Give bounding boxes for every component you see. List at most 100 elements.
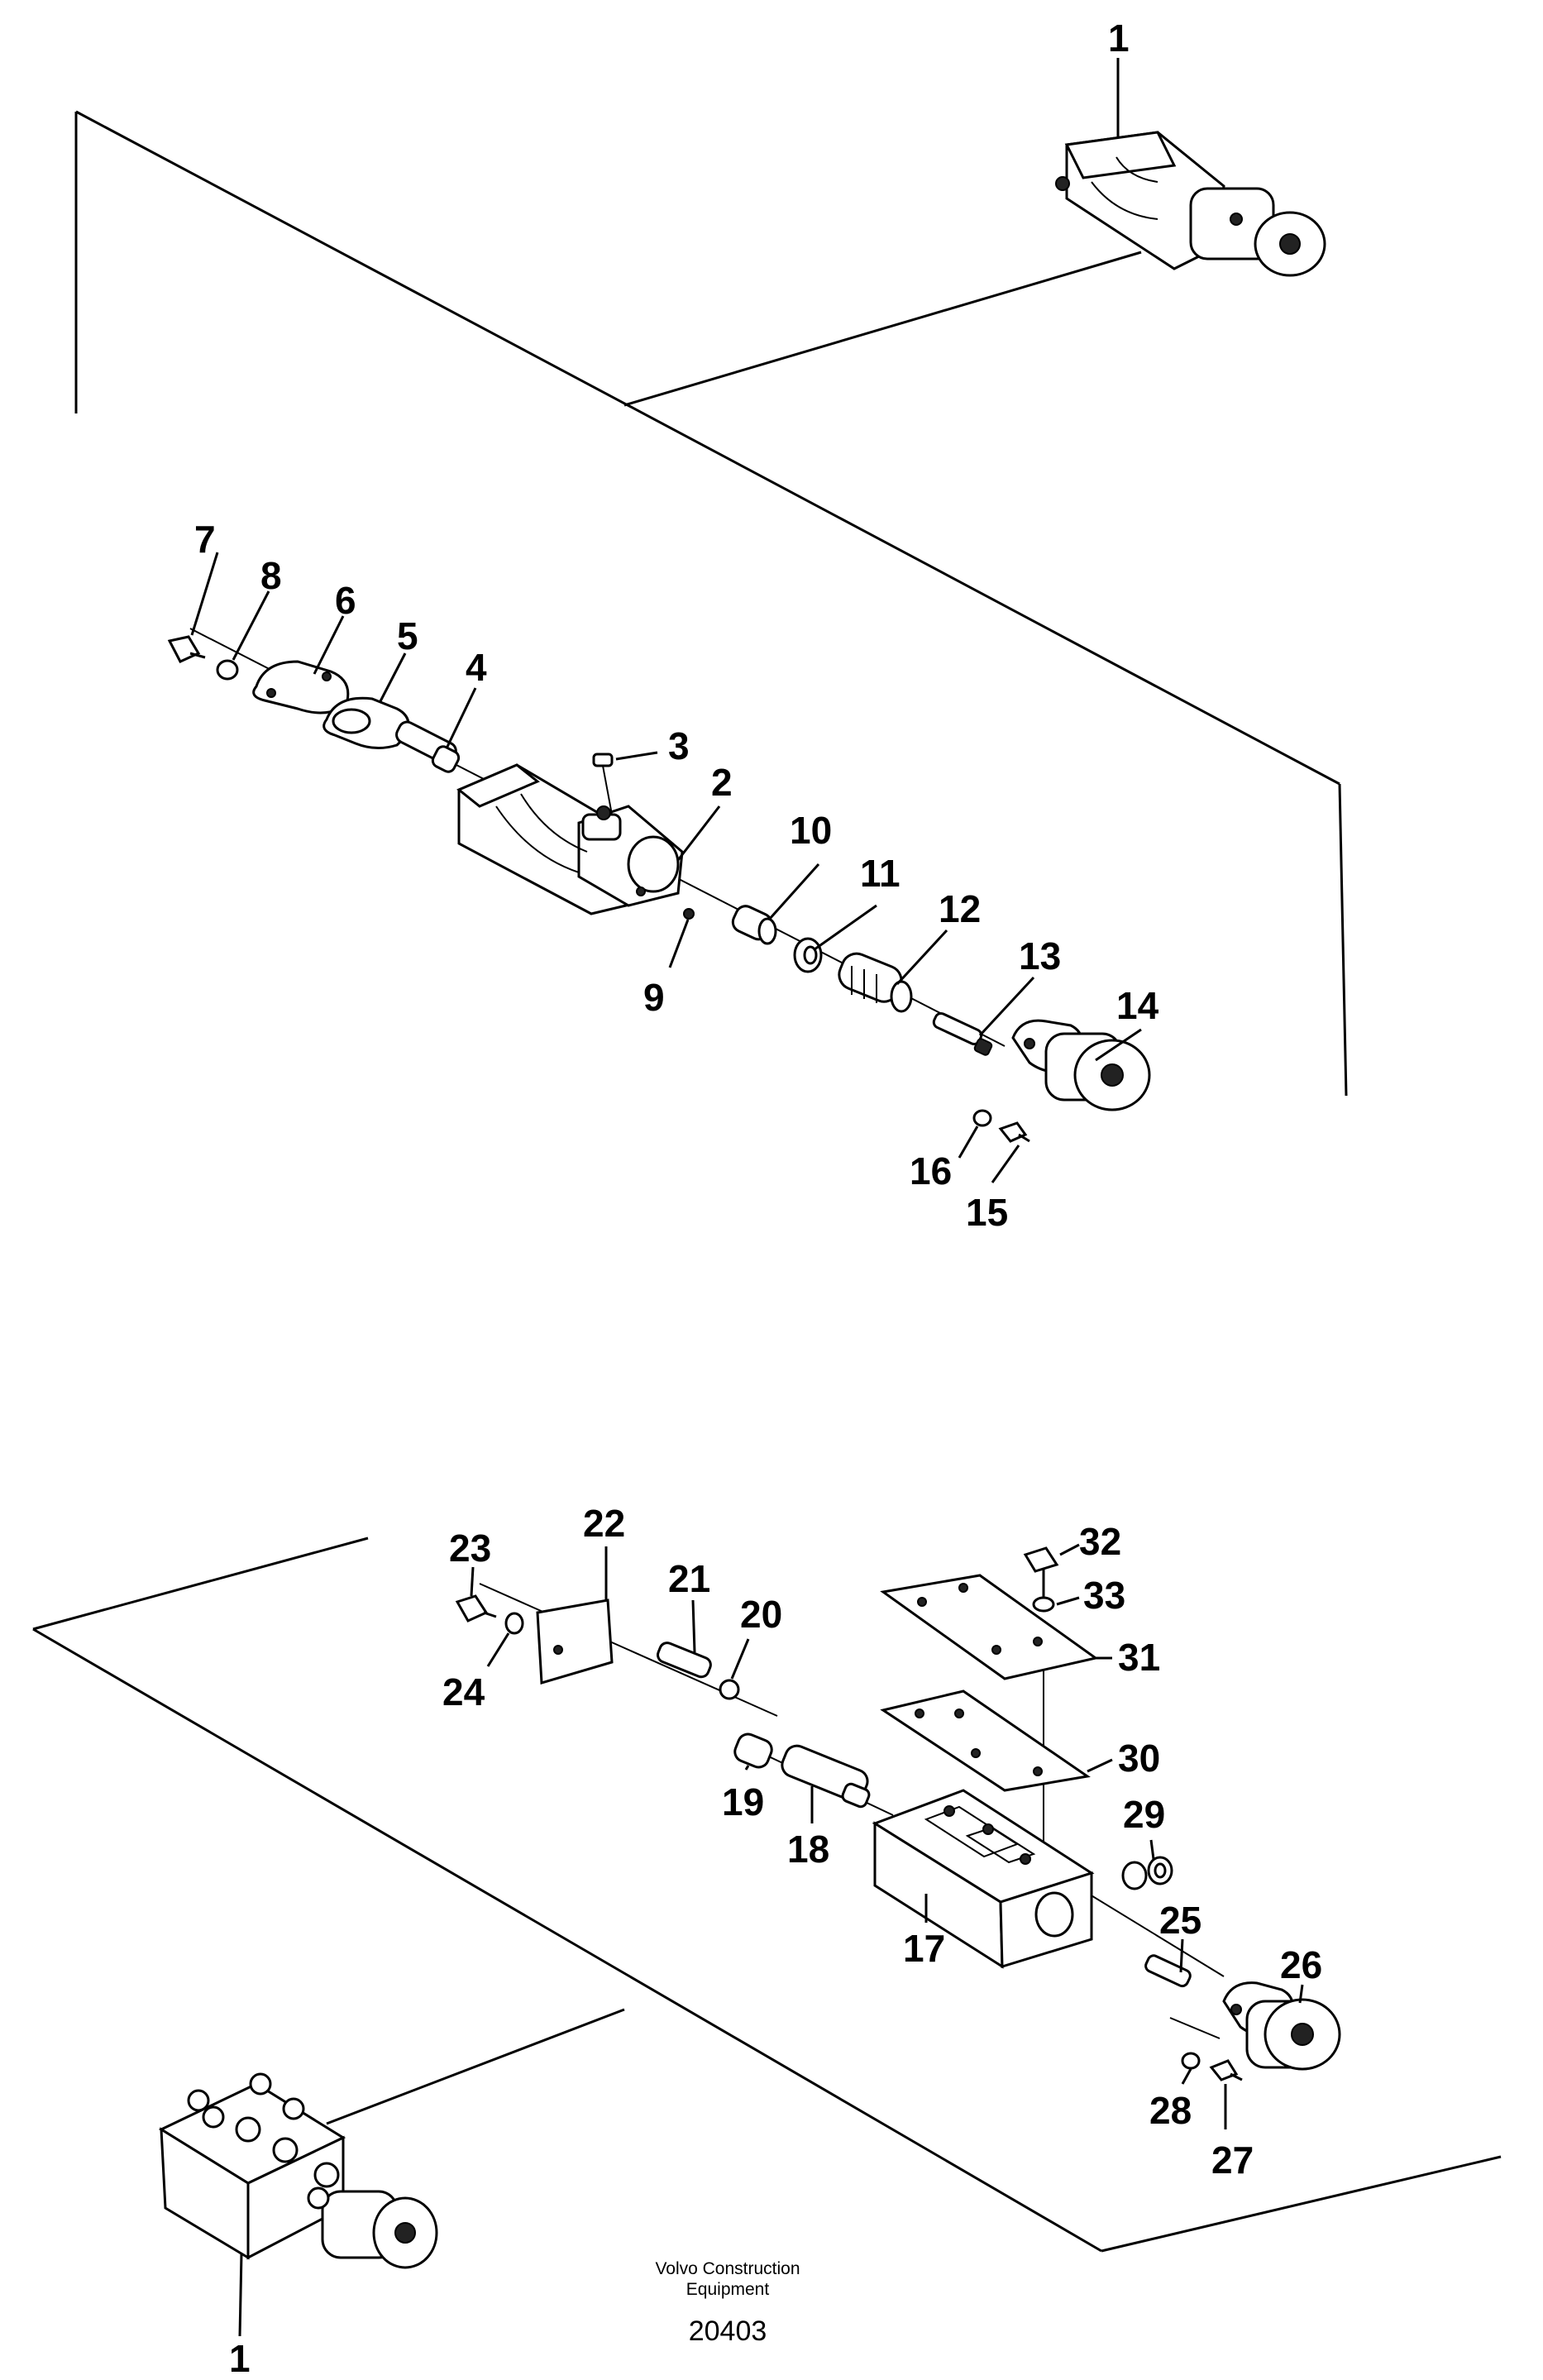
part-2-valve-housing (456, 763, 684, 915)
callout-22: 22 (583, 1502, 625, 1545)
leader-2 (676, 805, 721, 861)
footer-company-line2: Equipment (686, 2280, 770, 2299)
leader-9 (668, 919, 690, 968)
part-20-ball (719, 1679, 740, 1700)
part-29-o-rings (1121, 1856, 1173, 1890)
callout-20: 20 (740, 1593, 782, 1636)
callout-21: 21 (668, 1557, 710, 1600)
leader-28 (1181, 2068, 1192, 2085)
leader-4 (445, 687, 477, 749)
callout-15: 15 (966, 1191, 1008, 1234)
callout-13: 13 (1019, 934, 1061, 977)
callout-33: 33 (1083, 1574, 1125, 1617)
leader-33 (1056, 1596, 1080, 1606)
part-10-piston (731, 905, 777, 945)
leader-12 (896, 929, 948, 986)
callout-24: 24 (442, 1670, 485, 1713)
callout-1-bottom: 1 (229, 2337, 251, 2380)
part-8-washer (216, 659, 239, 681)
callout-25: 25 (1159, 1899, 1201, 1942)
leader-26 (1298, 1984, 1304, 2004)
leader-29 (1149, 1839, 1155, 1860)
part-14-solenoid (1011, 1019, 1151, 1111)
part-22-plate (536, 1599, 614, 1685)
leader-23 (470, 1566, 475, 1597)
part-3-plug (592, 753, 614, 815)
part-33-washer (1032, 1596, 1055, 1613)
part-15-screw (998, 1121, 1030, 1143)
part-26-solenoid (1222, 1981, 1341, 2071)
leader-6 (313, 615, 345, 675)
leader-25 (1179, 1938, 1184, 1973)
callout-5: 5 (397, 614, 418, 657)
leader-19 (744, 1765, 750, 1771)
part-24-washer (504, 1612, 524, 1635)
callout-3: 3 (668, 724, 690, 767)
upper-reference-plane (74, 110, 1348, 1097)
leader-32 (1059, 1543, 1080, 1556)
part-30-gasket (880, 1689, 1091, 1792)
leader-11 (814, 904, 877, 951)
part-9-ball (683, 908, 695, 920)
leader-7 (190, 552, 219, 636)
part-32-bolt (1023, 1546, 1059, 1600)
leader-13 (978, 976, 1035, 1037)
callout-14: 14 (1116, 984, 1159, 1027)
leader-30 (1087, 1758, 1113, 1773)
callout-7: 7 (194, 518, 216, 561)
callout-28: 28 (1149, 2089, 1192, 2132)
leader-16 (958, 1125, 979, 1159)
leader-14 (1095, 1028, 1142, 1062)
lower-reference-plane (32, 1536, 1502, 2253)
callout-19: 19 (722, 1780, 764, 1823)
assembly-axis-bottom-d (1169, 2017, 1221, 2039)
leader-3 (615, 751, 658, 761)
leader-1-bottom (238, 2253, 243, 2337)
part-13-pin (932, 1011, 993, 1056)
callout-18: 18 (787, 1828, 829, 1871)
leader-8 (232, 590, 270, 661)
drawing-number: 20403 (689, 2315, 767, 2347)
callout-26: 26 (1280, 1943, 1322, 1986)
part-12-spring-seat (838, 952, 913, 1013)
callout-9: 9 (643, 976, 665, 1019)
leader-10 (767, 863, 820, 921)
leader-24 (486, 1632, 510, 1667)
part-27-screw (1209, 2059, 1243, 2081)
part-1-valve-assembly-top (1055, 131, 1326, 277)
part-5-gasket (322, 696, 410, 749)
callout-16: 16 (910, 1149, 952, 1192)
part-6-cover-plate (252, 660, 350, 714)
part-28-washer (1181, 2052, 1201, 2070)
part-19-sleeve (733, 1732, 773, 1769)
part-17-valve-block (872, 1789, 1095, 1969)
callout-10: 10 (790, 809, 832, 852)
part-1-valve-assembly-bottom (158, 2072, 438, 2269)
callout-4: 4 (466, 646, 487, 689)
leader-20 (730, 1638, 750, 1680)
assembly-axis-bottom-c (1074, 1885, 1225, 1977)
callout-12: 12 (939, 887, 981, 930)
callout-29: 29 (1123, 1793, 1165, 1836)
part-31-cover-plate (880, 1574, 1099, 1680)
part-23-bolt (455, 1594, 497, 1623)
leader-5 (379, 652, 407, 702)
callout-6: 6 (335, 579, 356, 622)
callout-30: 30 (1118, 1737, 1160, 1780)
part-16-washer (972, 1109, 992, 1127)
part-25-pin (1144, 1954, 1192, 1988)
part-4-spool (395, 720, 461, 773)
callout-2: 2 (711, 761, 733, 804)
leader-21 (691, 1599, 696, 1653)
callout-17: 17 (903, 1927, 945, 1970)
callout-31: 31 (1118, 1636, 1160, 1679)
part-11-o-ring (793, 937, 823, 973)
callout-23: 23 (449, 1527, 491, 1570)
part-18-spool (781, 1744, 871, 1809)
callout-1-top: 1 (1108, 17, 1130, 60)
callout-27: 27 (1211, 2139, 1254, 2182)
part-7-bolt (167, 635, 206, 663)
leader-15 (991, 1145, 1020, 1183)
callout-32: 32 (1079, 1520, 1121, 1563)
